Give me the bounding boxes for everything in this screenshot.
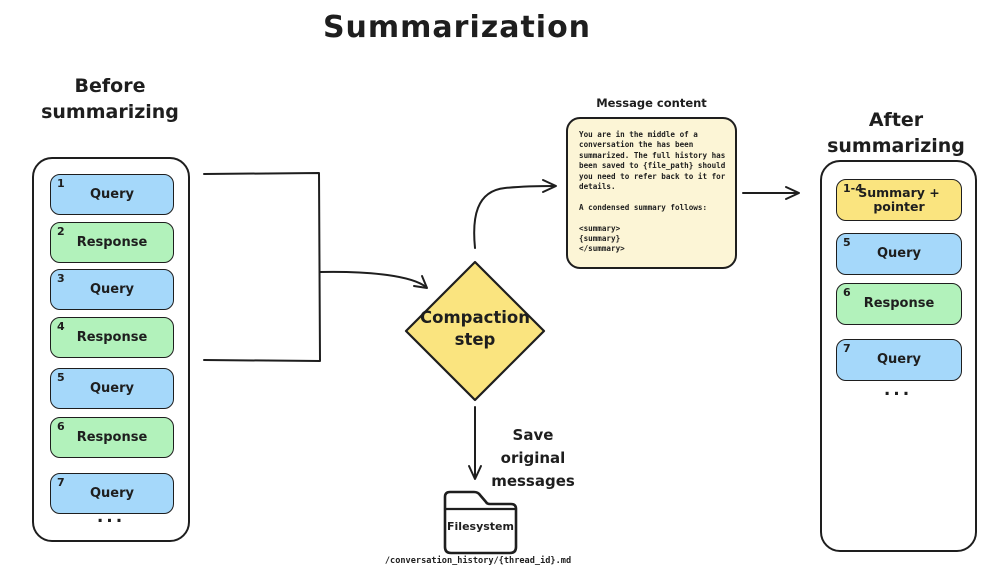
message-box-7-query: 7 Query [50, 473, 174, 514]
message-box-6-response: 6 Response [836, 283, 962, 325]
message-number: 2 [57, 225, 65, 238]
message-label: Response [76, 234, 148, 250]
message-label: Summary + pointer [858, 185, 940, 214]
message-label: Query [876, 352, 921, 367]
message-number: 3 [57, 272, 65, 285]
before-messages-container: 1 Query 2 Response 3 Query 4 Response 5 … [32, 157, 190, 542]
message-box-3-query: 3 Query [50, 269, 174, 310]
filesystem-label: Filesystem [447, 520, 514, 533]
compaction-diamond [404, 260, 546, 402]
message-number: 7 [843, 342, 851, 355]
message-box-1-4-summary: 1-4 Summary + pointer [836, 179, 962, 221]
message-box-1-query: 1 Query [50, 174, 174, 215]
message-number: 7 [57, 476, 65, 489]
message-box-5-query: 5 Query [836, 233, 962, 275]
after-messages-container: 1-4 Summary + pointer 5 Query 6 Response… [820, 160, 977, 552]
more-messages-ellipsis: ... [96, 507, 126, 527]
arrowhead-compaction-to-filesystem-icon [468, 465, 482, 480]
message-label: Query [89, 380, 134, 396]
message-box-2-response: 2 Response [50, 222, 174, 263]
filesystem-folder-icon [443, 490, 518, 555]
message-number: 5 [57, 371, 65, 384]
compaction-step-label: Compaction step [420, 308, 530, 349]
message-box-4-response: 4 Response [50, 317, 174, 358]
message-content-note: You are in the middle of a conversation … [566, 117, 737, 269]
message-box-5-query: 5 Query [50, 368, 174, 409]
message-content-title: Message content [596, 96, 707, 110]
group-bracket [203, 172, 321, 362]
after-summarizing-label: After summarizing [827, 109, 965, 157]
message-label: Response [76, 429, 148, 445]
message-label: Query [876, 246, 921, 261]
arrowhead-note-to-after-icon [785, 186, 800, 200]
message-box-6-response: 6 Response [50, 417, 174, 458]
message-label: Response [76, 329, 148, 345]
message-label: Query [89, 281, 134, 297]
arrow-bracket-to-compaction [319, 270, 427, 288]
save-original-messages-label: Save original messages [491, 426, 575, 490]
arrow-compaction-to-note [473, 185, 556, 249]
message-content-body: You are in the middle of a conversation … [579, 130, 726, 254]
message-number: 6 [843, 286, 851, 299]
message-number: 5 [843, 236, 851, 249]
message-label: Query [89, 186, 134, 202]
message-label: Response [863, 296, 935, 311]
page-title: Summarization [322, 10, 592, 45]
message-number: 4 [57, 320, 65, 333]
more-messages-ellipsis: ... [883, 380, 913, 400]
arrowhead-compaction-to-note-icon [542, 179, 557, 193]
arrowhead-bracket-to-compaction-icon [413, 275, 428, 289]
before-summarizing-label: Before summarizing [41, 75, 179, 123]
message-box-7-query: 7 Query [836, 339, 962, 381]
message-number: 1 [57, 177, 65, 190]
message-number: 6 [57, 420, 65, 433]
conversation-history-path: /conversation_history/{thread_id}.md [384, 556, 572, 566]
message-label: Query [89, 485, 134, 501]
message-number: 1-4 [843, 182, 863, 195]
